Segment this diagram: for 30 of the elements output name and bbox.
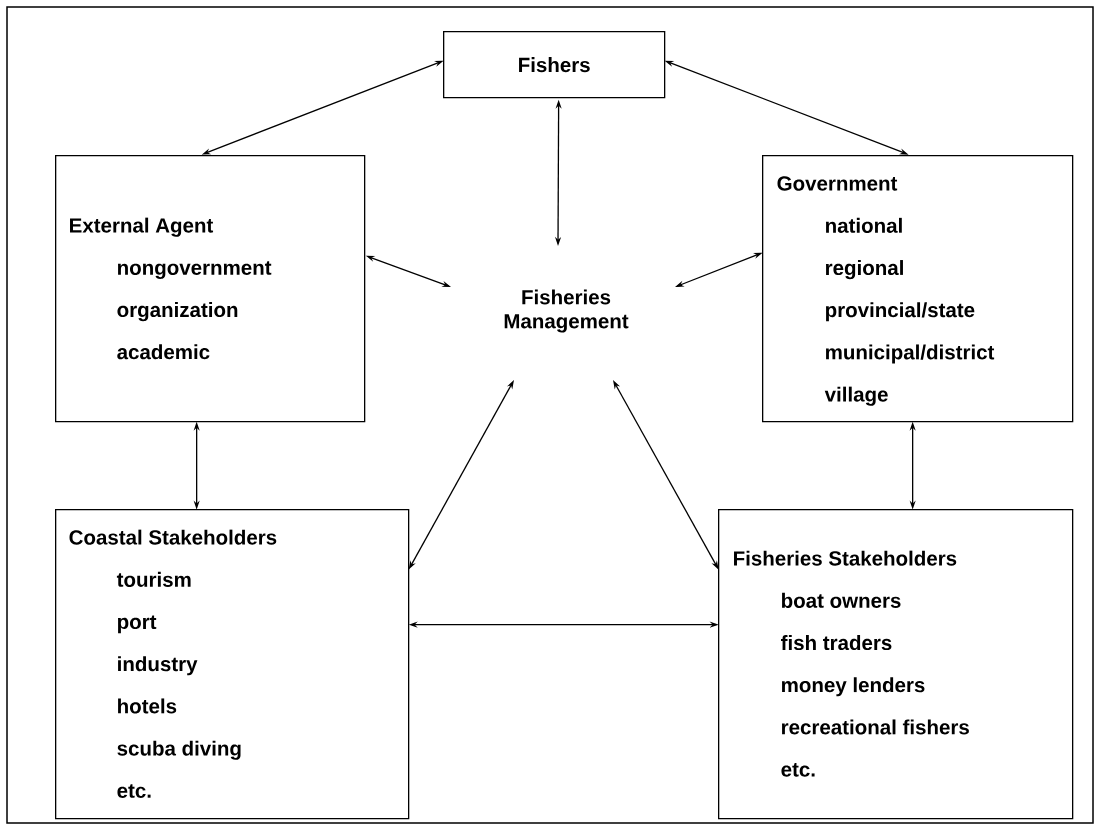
box-heading: Fisheries Stakeholders xyxy=(734,550,957,566)
box-heading: External Agent xyxy=(70,217,214,237)
text-box xyxy=(762,155,1074,423)
text-box xyxy=(55,155,366,423)
list-item: municipal/district xyxy=(826,344,995,364)
box-label: Fishers xyxy=(519,57,590,73)
list-item: national xyxy=(826,217,902,233)
list-item: industry xyxy=(118,656,198,676)
list-item: etc. xyxy=(117,784,151,798)
list-item: academic xyxy=(117,344,210,360)
list-item: nongovernment xyxy=(118,261,272,280)
list-item: etc. xyxy=(781,763,815,777)
text-box xyxy=(443,31,666,99)
list-item: recreational fishers xyxy=(782,719,969,735)
list-item: provincial/state xyxy=(826,302,975,322)
box-heading: Coastal Stakeholders xyxy=(69,529,277,545)
list-item: port xyxy=(118,615,157,634)
list-item: tourism xyxy=(116,571,191,587)
text-box xyxy=(55,509,410,820)
text-box xyxy=(718,509,1074,820)
list-item: village xyxy=(824,386,888,406)
center-label: Fisheries Management xyxy=(504,289,629,333)
list-item: boat owners xyxy=(782,592,901,608)
box-heading: Government xyxy=(777,176,898,191)
list-item: regional xyxy=(826,260,903,280)
list-item: organization xyxy=(117,302,238,322)
list-item: hotels xyxy=(118,698,177,714)
list-item: fish traders xyxy=(781,635,892,651)
list-item: scuba diving xyxy=(117,740,241,760)
list-item: money lenders xyxy=(782,677,925,697)
